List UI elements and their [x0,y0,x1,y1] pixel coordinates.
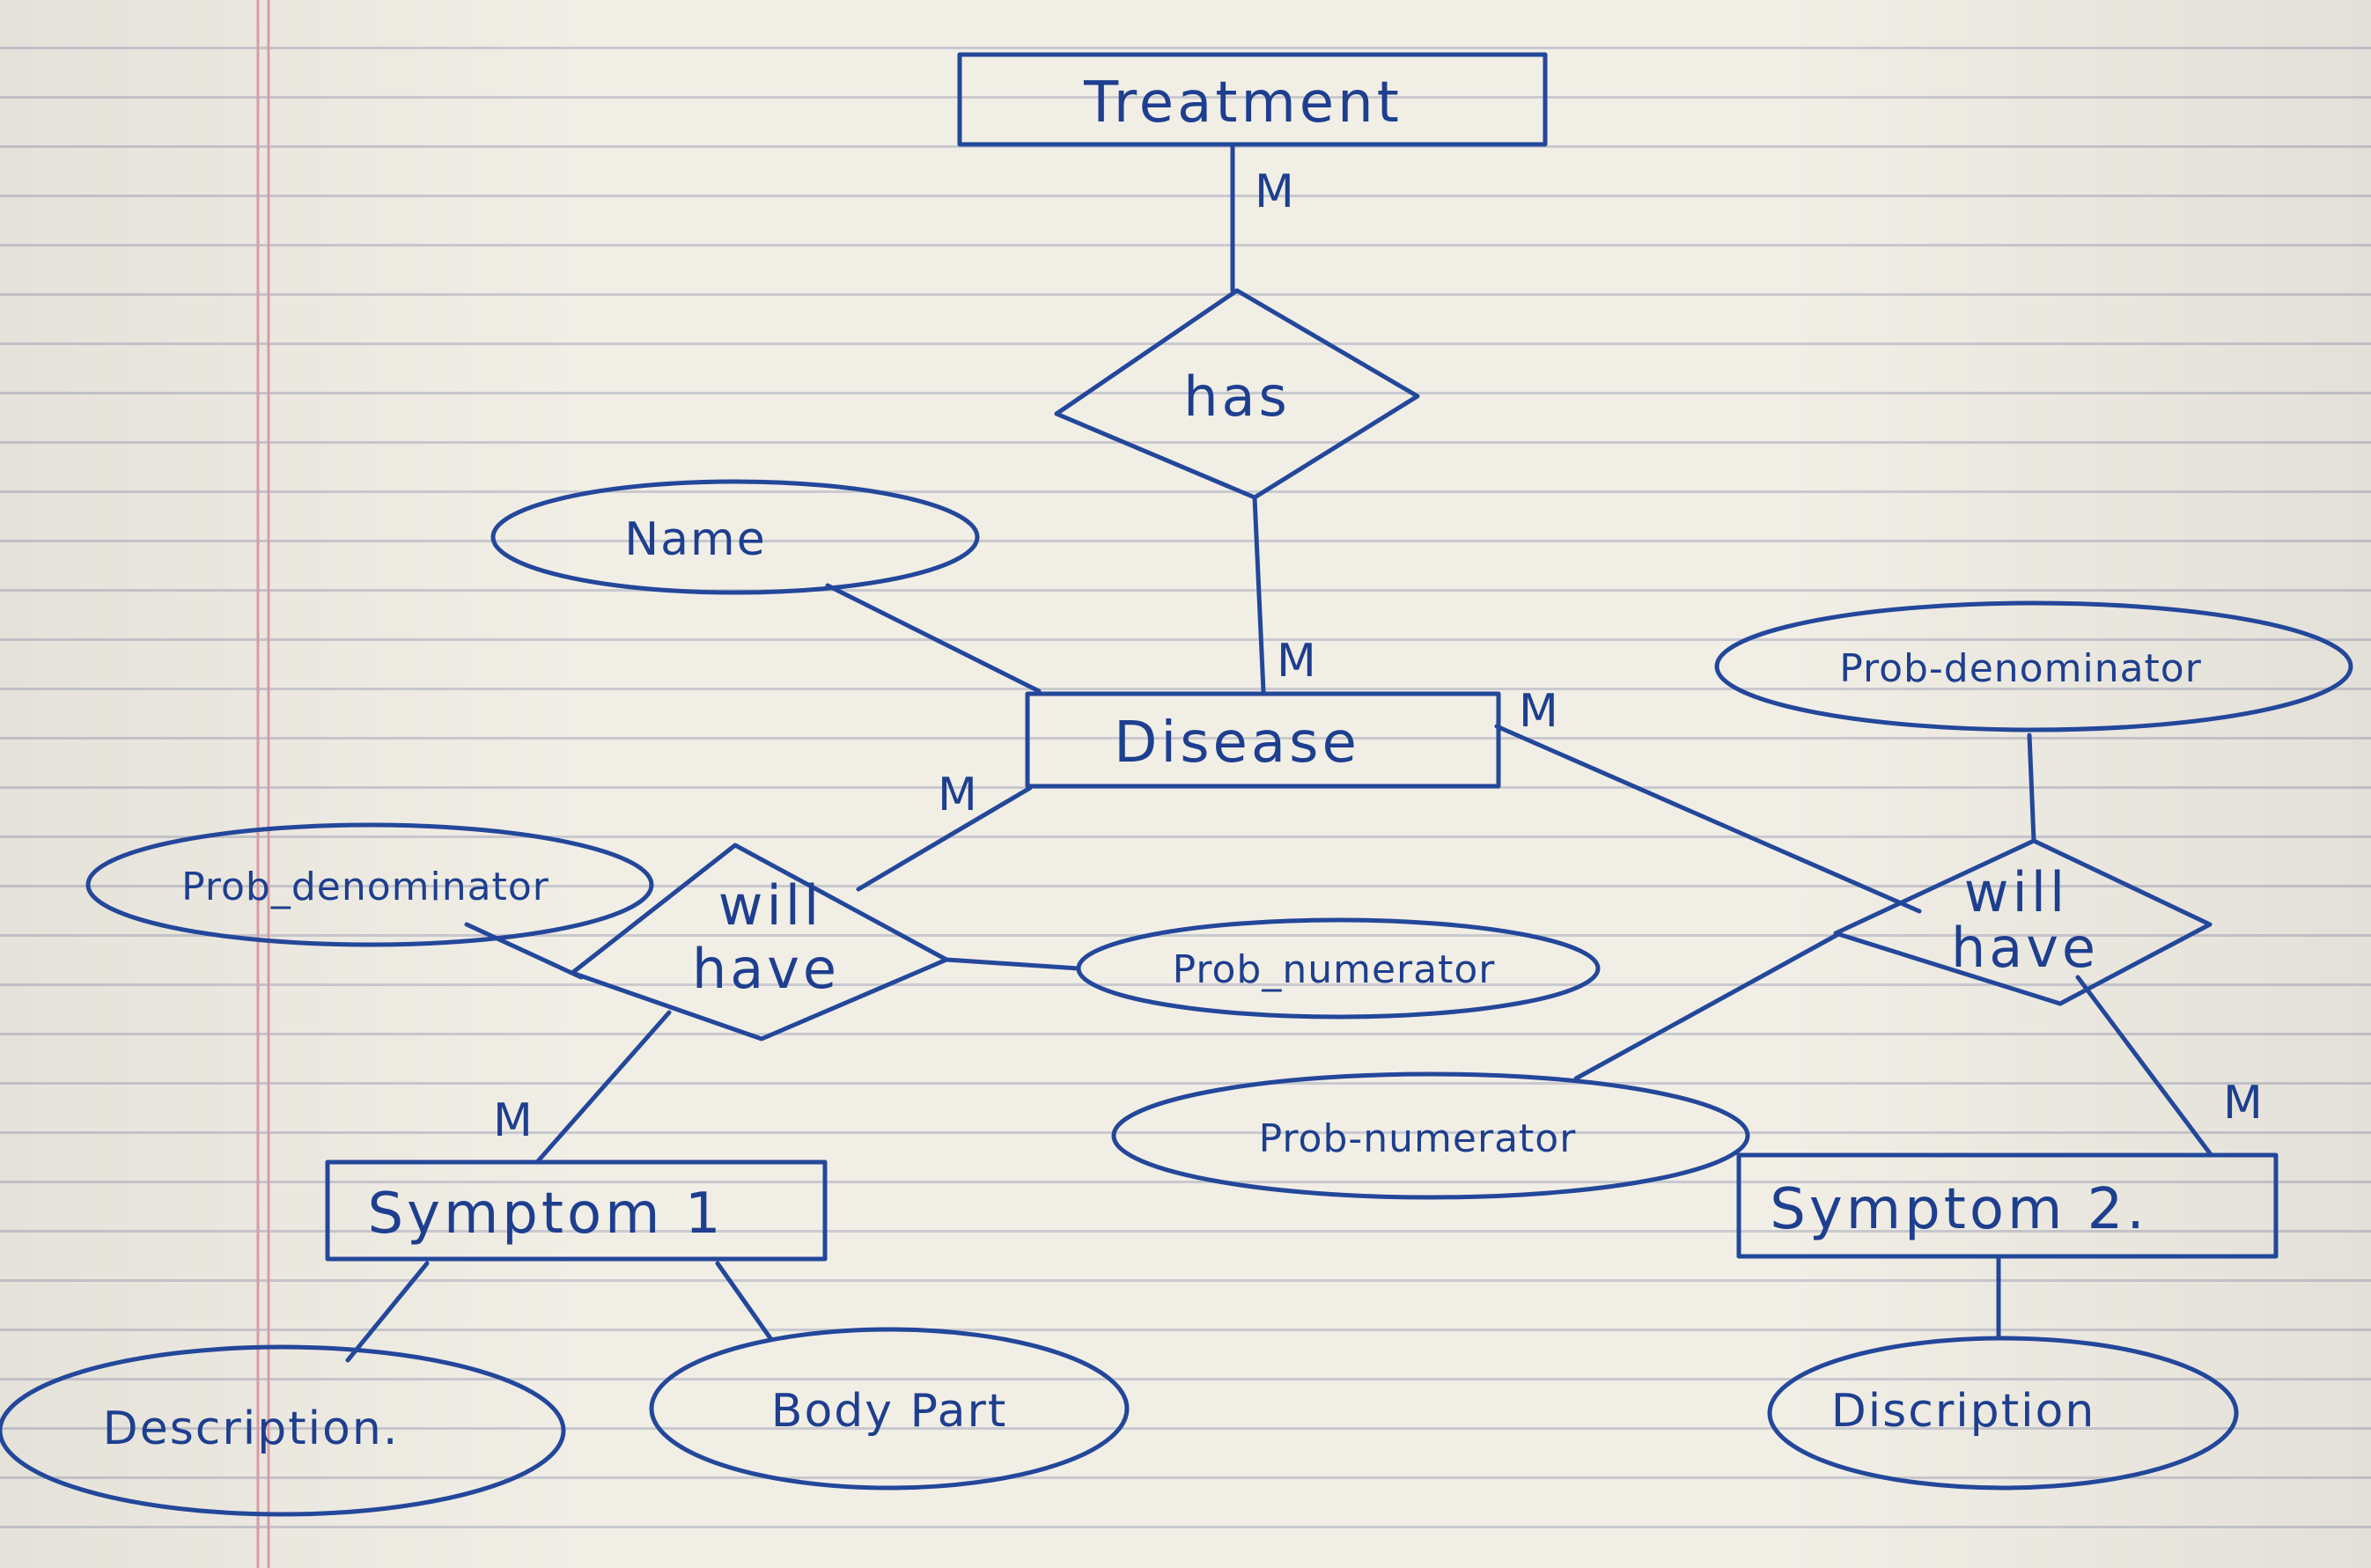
entity-box [325,1159,828,1262]
line-disease-willhave-left [856,785,1033,892]
line-name-disease [825,583,1042,694]
attribute-label: Prob-numerator [1259,1116,1577,1161]
relationship-label: has [1183,364,1291,429]
attribute-left-prob-denominator: Prob_denominator [85,822,654,947]
attribute-disease-name: Name [490,479,980,595]
line-willhave-right-symptom2 [2075,975,2213,1156]
attribute-label: Discription [1831,1385,2096,1438]
entity-label: Treatment [1083,70,1403,136]
line-disease-willhave-right [1494,724,1922,914]
attribute-ellipse [1111,1071,1750,1200]
attribute-label: Prob-denominator [1839,646,2202,691]
line-left-denominator [464,922,584,980]
cardinalities: M M M M M M [493,166,2263,1147]
cardinality-symptom2: M [2223,1077,2263,1130]
attribute-right-prob-denominator: Prob-denominator [1714,600,2353,732]
entity-label: Disease [1114,710,1360,776]
attribute-ellipse [1714,600,2353,732]
relationship-label-line1: will [718,873,822,938]
entity-label: Symptom 2. [1770,1177,2147,1242]
attribute-symptom2-description: Discription [1767,1336,2239,1491]
relationship-label-line2: have [1951,916,2099,980]
attribute-symptom1-description: Description. [0,1344,566,1517]
relationship-will-have-right: will have [1833,838,2213,1006]
attribute-label: Body Part [771,1385,1007,1438]
relationship-label-line2: have [692,937,840,1001]
entity-symptom1: Symptom 1 [325,1159,828,1262]
line-has-disease [1252,495,1266,694]
relationship-diamond [570,843,949,1042]
cardinality-disease-left: M [938,769,977,821]
entity-box [1025,691,1501,789]
relationship-has: has [1054,288,1420,500]
attribute-label: Prob_denominator [181,865,549,909]
cardinality-disease-right: M [1519,685,1558,738]
attribute-ellipse [1767,1336,2239,1491]
entity-treatment: Treatment [957,52,1548,147]
attribute-right-prob-numerator: Prob-numerator [1111,1071,1750,1200]
cardinality-treatment-has: M [1255,166,1294,218]
relationship-diamond [1833,838,2213,1006]
attribute-symptom1-body-part: Body Part [649,1327,1130,1491]
attribute-ellipse [649,1327,1130,1491]
attribute-label: Description. [103,1402,400,1455]
attribute-left-prob-numerator: Prob_numerator [1076,917,1601,1020]
attribute-label: Name [624,513,766,566]
relationship-diamond [1054,288,1420,500]
cardinality-has-disease: M [1277,635,1316,688]
cardinality-symptom1: M [493,1094,533,1147]
relationship-will-have-left: will have [570,843,949,1042]
line-willhave-left-symptom1 [534,1010,672,1165]
line-symptom1-bodypart [715,1261,773,1341]
entity-box [957,52,1548,147]
entity-symptom2: Symptom 2. [1736,1152,2279,1259]
entity-disease: Disease [1025,691,1501,789]
attribute-ellipse [0,1344,566,1517]
relationship-label-line1: will [1964,860,2068,924]
attribute-ellipse [85,822,654,947]
line-right-denominator [2027,732,2036,843]
attribute-ellipse [490,479,980,595]
attribute-ellipse [1076,917,1601,1020]
connectors [345,143,2213,1363]
attribute-label: Prob_numerator [1173,947,1496,992]
entity-box [1736,1152,2279,1259]
entity-label: Symptom 1 [367,1182,724,1247]
line-symptom1-description [345,1261,430,1363]
line-left-numerator [944,957,1081,971]
line-right-numerator [1573,931,1843,1081]
